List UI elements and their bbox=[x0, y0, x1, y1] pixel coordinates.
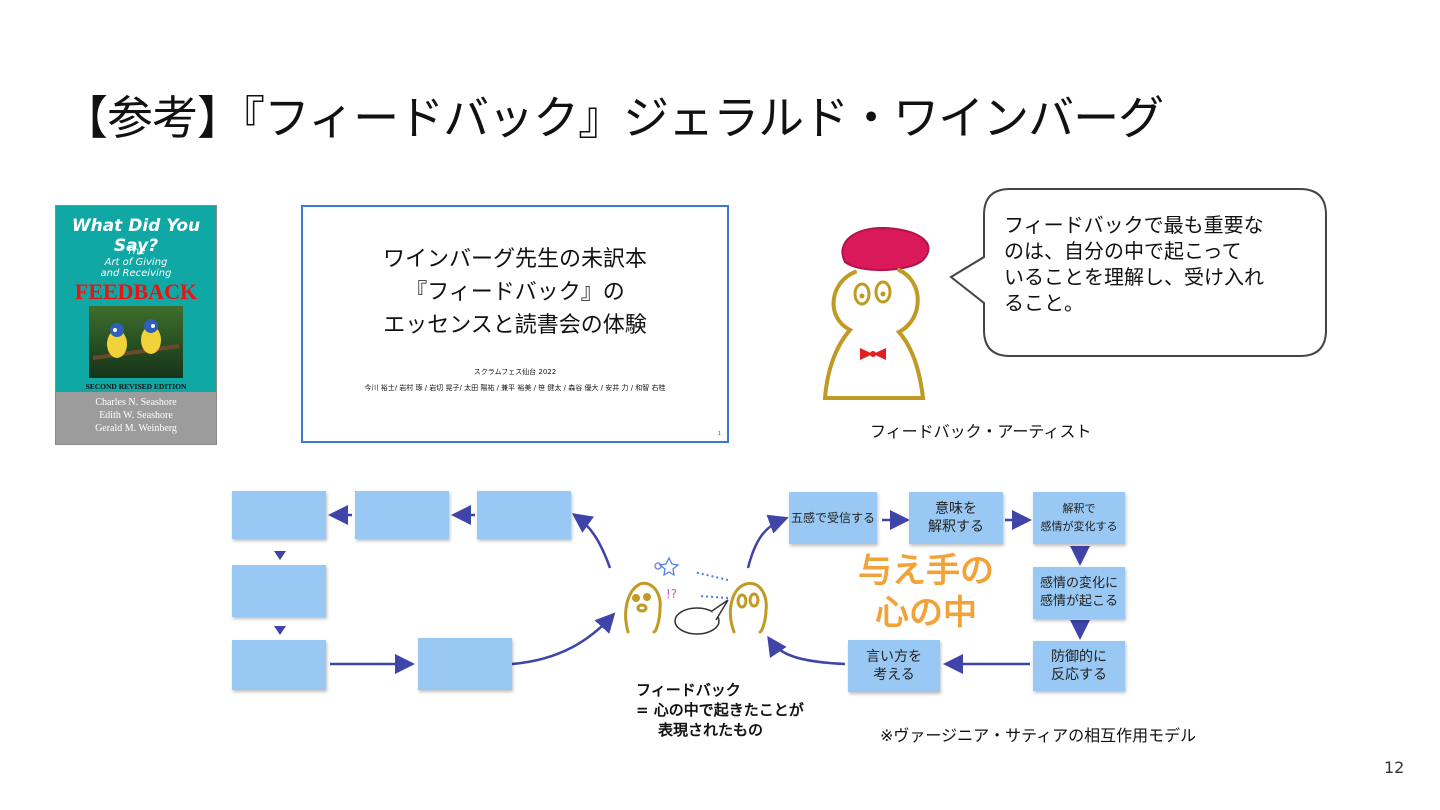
step-line: 言い方を bbox=[866, 649, 922, 665]
thumbnail-title-line: ワインバーグ先生の未訳本 bbox=[382, 247, 647, 272]
giver-mind-label: 与え手の 心の中 bbox=[846, 550, 1006, 634]
birds-image bbox=[89, 306, 183, 378]
book-subtitle-line: and Receiving bbox=[100, 268, 172, 279]
speech-bubble-text: フィードバックで最も重要な のは、自分の中で起こって いることを理解し、受け入れ… bbox=[1004, 212, 1314, 316]
step-line: 考える bbox=[873, 667, 915, 683]
feedback-definition: フィードバック = 心の中で起きたことが 表現されたもの bbox=[636, 680, 804, 740]
sticky-note-receive bbox=[789, 492, 877, 544]
sticky-note-interpret bbox=[909, 492, 1003, 544]
giver-mind-line: 与え手の bbox=[858, 551, 994, 591]
step-line: 感情の変化に bbox=[1039, 576, 1118, 591]
step-interpret-text: 意味を 解釈する bbox=[909, 492, 1003, 544]
book-author: Charles N. Seashore bbox=[95, 397, 177, 408]
step-line: 感情が変化する bbox=[1040, 520, 1118, 533]
sticky-note-defensive bbox=[1033, 641, 1125, 691]
sticky-note-blank bbox=[232, 565, 326, 617]
book-title: What Did You Say? bbox=[71, 216, 201, 256]
definition-line: 表現されたもの bbox=[658, 721, 764, 739]
feedback-artist-character bbox=[822, 226, 930, 400]
speech-line: フィードバックで最も重要な bbox=[1004, 213, 1264, 237]
giver-mind-line: 心の中 bbox=[875, 593, 977, 633]
thumbnail-event: スクラムフェス仙台 2022 bbox=[473, 368, 557, 376]
two-characters bbox=[624, 581, 768, 634]
book-edition: SECOND REVISED EDITION bbox=[85, 382, 187, 391]
step-line: 反応する bbox=[1051, 667, 1107, 683]
step-line: 意味を bbox=[935, 501, 977, 517]
book-author: Edith W. Seashore bbox=[99, 410, 173, 421]
book-author: Gerald M. Weinberg bbox=[95, 423, 177, 434]
step-line: 防御的に bbox=[1051, 649, 1107, 665]
slide-title: 【参考】『フィードバック』ジェラルド・ワインバーグ bbox=[62, 91, 1164, 145]
sticky-note-blank bbox=[418, 638, 512, 690]
book-subtitle-line: Art of Giving bbox=[104, 257, 168, 268]
speech-line: いることを理解し、受け入れ bbox=[1004, 265, 1264, 289]
step-line: 解釈する bbox=[928, 519, 984, 535]
sticky-note-emotion-arise bbox=[1033, 567, 1125, 619]
step-receive-text: 五感で受信する bbox=[790, 511, 875, 525]
artist-caption: フィードバック・アーティスト bbox=[870, 422, 1092, 441]
step-line: 感情が起こる bbox=[1039, 594, 1118, 609]
book-author-band: Charles N. Seashore Edith W. Seashore Ge… bbox=[56, 392, 216, 444]
sticky-note-blank bbox=[232, 491, 326, 539]
speech-bubble bbox=[949, 188, 1327, 357]
step-emotion-change-text: 解釈で 感情が変化する bbox=[1033, 492, 1125, 544]
satir-model-note: ※ヴァージニア・サティアの相互作用モデル bbox=[880, 726, 1197, 745]
definition-line: フィードバック bbox=[636, 681, 741, 699]
step-defensive-text: 防御的に 反応する bbox=[1033, 641, 1125, 691]
book-subtitle-line: The bbox=[126, 246, 146, 257]
sticky-note-emotion-change bbox=[1033, 492, 1125, 544]
sticky-note-blank bbox=[232, 640, 326, 690]
thumbnail-title-line: エッセンスと読書会の体験 bbox=[383, 313, 647, 338]
thumbnail-authors: 今川 裕士/ 岩村 琢 / 岩切 晃子/ 太田 陽祐 / 兼平 裕美 / 笹 健… bbox=[364, 384, 666, 392]
sticky-note-phrasing bbox=[848, 640, 940, 692]
slide-thumbnail: ワインバーグ先生の未訳本 『フィードバック』の エッセンスと読書会の体験 スクラ… bbox=[301, 205, 729, 443]
sticky-note-blank bbox=[477, 491, 571, 539]
page-number: 12 bbox=[1384, 758, 1405, 777]
book-cover: What Did You Say? The Art of Giving and … bbox=[55, 205, 217, 445]
step-emotion-arise-text: 感情の変化に 感情が起こる bbox=[1033, 567, 1125, 619]
svg-text:!?: !? bbox=[666, 587, 677, 601]
thumbnail-page-number: 1 bbox=[717, 431, 721, 437]
speech-line: のは、自分の中で起こって bbox=[1004, 239, 1242, 263]
step-phrasing-text: 言い方を 考える bbox=[848, 640, 940, 692]
thumbnail-title-line: 『フィードバック』の bbox=[405, 280, 625, 305]
speech-line: ること。 bbox=[1004, 291, 1084, 315]
step-line: 解釈で bbox=[1062, 502, 1096, 515]
sticky-note-blank bbox=[355, 491, 449, 539]
book-feedback-word: FEEDBACK bbox=[74, 279, 198, 304]
book-subtitle: The Art of Giving and Receiving bbox=[56, 246, 216, 279]
definition-line: = 心の中で起きたことが bbox=[636, 701, 804, 719]
